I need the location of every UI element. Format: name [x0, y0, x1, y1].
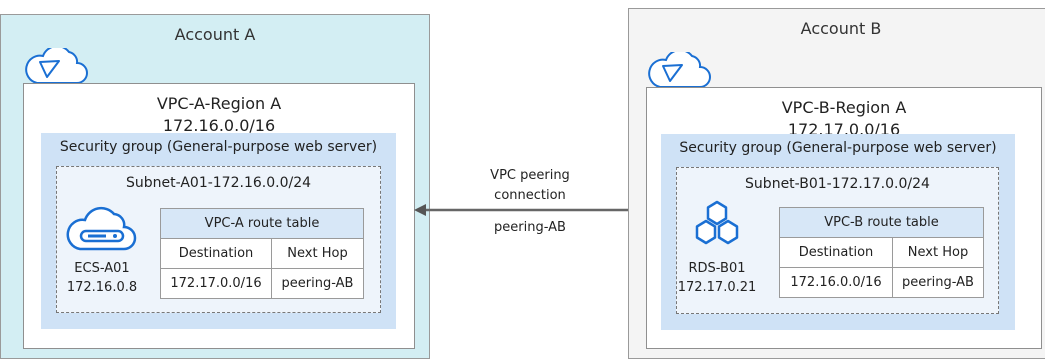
account-b-title: Account B — [800, 19, 882, 38]
subnet-b01-label: Subnet-B01-172.17.0.0/24 — [745, 176, 930, 192]
subnet-a01-label: Subnet-A01-172.16.0.0/24 — [125, 175, 312, 191]
ecs-icon — [66, 206, 137, 251]
ecs-a01-ip: 172.16.0.8 — [66, 280, 138, 295]
peering-connection-arrow — [414, 204, 646, 216]
route-destination: 172.17.0.0/16 — [160, 268, 272, 299]
rds-icon — [695, 200, 739, 245]
vpc-a-name: VPC-A-Region A — [156, 94, 282, 113]
route-table-header-next-hop: Next Hop — [271, 238, 364, 269]
rds-b01-ip: 172.17.0.21 — [677, 280, 757, 295]
vpc-b-name: VPC-B-Region A — [781, 98, 907, 117]
peering-label-line1: VPC peering — [490, 168, 570, 183]
table-row: 172.17.0.0/16 peering-AB — [160, 268, 364, 299]
vpc-cloud-icon — [648, 52, 711, 88]
table-row: 172.16.0.0/16 peering-AB — [779, 267, 984, 298]
peering-label-line2: connection — [494, 188, 566, 203]
rds-b01-name: RDS-B01 — [688, 261, 746, 276]
vpc-a-route-table: VPC-A route table Destination Next Hop 1… — [160, 208, 364, 299]
vpc-b-route-table-title: VPC-B route table — [779, 207, 984, 238]
ecs-a01-name: ECS-A01 — [74, 261, 130, 276]
route-table-header-destination: Destination — [779, 237, 893, 268]
route-destination: 172.16.0.0/16 — [779, 267, 893, 298]
route-next-hop: peering-AB — [271, 268, 364, 299]
peering-name: peering-AB — [494, 220, 566, 235]
route-next-hop: peering-AB — [892, 267, 984, 298]
account-a-title: Account A — [174, 25, 256, 44]
vpc-cloud-icon — [25, 48, 88, 84]
security-group-b-label: Security group (General-purpose web serv… — [679, 140, 997, 156]
security-group-a-label: Security group (General-purpose web serv… — [59, 139, 378, 155]
route-table-header-destination: Destination — [160, 238, 272, 269]
vpc-a-cidr: 172.16.0.0/16 — [162, 116, 276, 135]
vpc-a-route-table-title: VPC-A route table — [160, 208, 364, 239]
route-table-header-next-hop: Next Hop — [892, 237, 984, 268]
vpc-b-route-table: VPC-B route table Destination Next Hop 1… — [779, 207, 984, 298]
